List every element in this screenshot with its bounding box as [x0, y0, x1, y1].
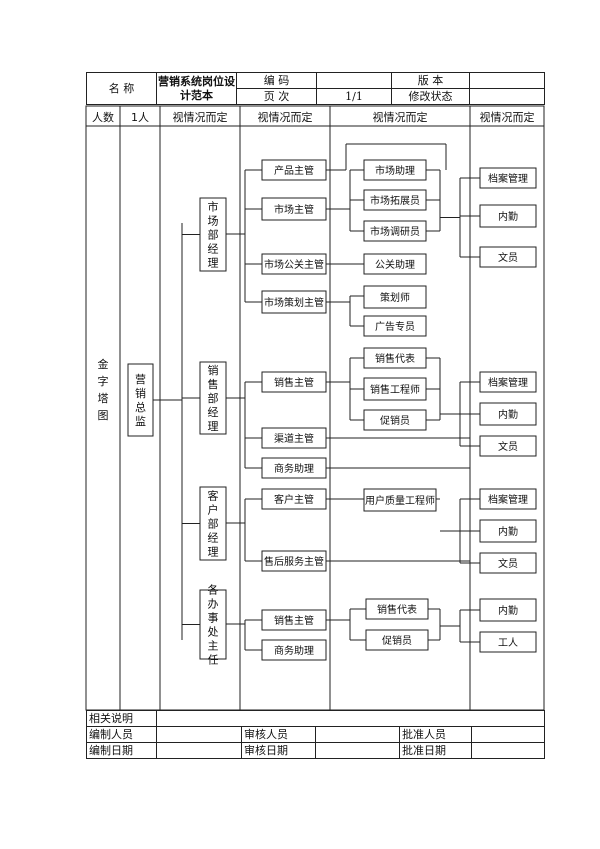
manager-3-char: 理 — [208, 546, 219, 559]
level3-7-label: 销售代表 — [375, 352, 415, 365]
edit-date-value — [156, 742, 242, 759]
manager-1-char: 经 — [208, 243, 219, 256]
level3-5-label: 策划师 — [380, 291, 410, 304]
top-director-char: 销 — [135, 386, 146, 400]
approve-date-label: 批准日期 — [399, 742, 472, 759]
level3-10-label: 用户质量工程师 — [365, 494, 435, 507]
pyramid-label: 金 — [98, 357, 109, 371]
level2-8-label: 客户主管 — [274, 493, 314, 506]
manager-2-char: 销 — [208, 363, 219, 377]
level4-5-label: 内勤 — [498, 408, 518, 421]
name-label: 名 称 — [86, 72, 157, 105]
approver-label: 批准人员 — [399, 726, 472, 743]
edit-date-label: 编制日期 — [86, 742, 157, 759]
manager-4-char: 处 — [208, 626, 219, 639]
level3-8-label: 销售工程师 — [370, 383, 420, 396]
level4-11-label: 工人 — [498, 637, 518, 649]
approve-date-value — [470, 742, 546, 759]
headcount-value: 1人 — [131, 111, 149, 124]
footer-table: 相关说明 编制人员 审核人员 批准人员 编制日期 审核日期 批准日期 — [86, 710, 546, 759]
column-header: 视情况而定 — [480, 110, 535, 124]
manager-3-char: 户 — [208, 503, 219, 517]
manager-1-char: 场 — [208, 214, 219, 228]
level2-1-label: 产品主管 — [274, 164, 314, 177]
editor-value — [156, 726, 242, 743]
level3-5-box — [363, 285, 427, 309]
manager-1-char: 部 — [208, 228, 219, 242]
review-date-label: 审核日期 — [241, 742, 316, 759]
level4-3-label: 文员 — [498, 251, 518, 264]
top-director-char: 总 — [135, 400, 146, 414]
top-director-char: 监 — [135, 415, 146, 428]
level2-11-label: 商务助理 — [274, 644, 314, 657]
manager-1-char: 市 — [208, 200, 219, 214]
level2-3-label: 市场公关主管 — [264, 258, 324, 271]
manager-4-char: 事 — [208, 612, 219, 625]
level2-9-label: 售后服务主管 — [264, 555, 324, 568]
manager-4-char: 任 — [208, 654, 219, 667]
level2-4-label: 市场策划主管 — [264, 296, 324, 309]
document-title: 营销系统岗位设计范本 — [156, 72, 237, 105]
pyramid-label: 图 — [98, 409, 109, 422]
level4-10-label: 内勤 — [498, 604, 518, 617]
top-director-char: 营 — [135, 372, 146, 386]
manager-1-box — [199, 197, 227, 272]
related-value — [155, 710, 546, 727]
review-date-value — [315, 742, 400, 759]
manager-2-char: 理 — [208, 420, 219, 433]
page-label: 页 次 — [236, 88, 317, 105]
manager-1-char: 理 — [208, 257, 219, 270]
manager-2-char: 部 — [208, 391, 219, 405]
level4-9-label: 文员 — [498, 557, 518, 570]
level4-6-label: 文员 — [498, 440, 518, 453]
level4-8-label: 内勤 — [498, 525, 518, 538]
level2-2-label: 市场主管 — [274, 203, 314, 216]
level3-9-label: 促销员 — [380, 414, 410, 427]
column-header: 视情况而定 — [173, 110, 228, 124]
manager-4-char: 各 — [208, 583, 219, 597]
manager-3-box — [199, 486, 227, 561]
reviewer-label: 审核人员 — [241, 726, 316, 743]
manager-4-char: 办 — [208, 598, 219, 611]
level4-2-label: 内勤 — [498, 210, 518, 223]
manager-2-box — [199, 361, 227, 435]
page-value: 1/1 — [316, 88, 392, 105]
revision-value — [469, 88, 545, 105]
reviewer-value — [315, 726, 400, 743]
level3-3-label: 市场调研员 — [370, 225, 420, 238]
manager-3-char: 经 — [208, 532, 219, 545]
column-header: 视情况而定 — [373, 110, 428, 124]
level3-6-label: 广告专员 — [375, 320, 415, 333]
manager-4-char: 主 — [208, 640, 219, 653]
level4-7-label: 档案管理 — [488, 493, 528, 506]
manager-3-char: 客 — [208, 489, 219, 503]
manager-2-char: 经 — [208, 406, 219, 419]
level4-1-label: 档案管理 — [488, 172, 528, 185]
headcount-label: 人数 — [92, 111, 114, 124]
level3-12-label: 促销员 — [382, 634, 412, 647]
level3-10-box — [363, 488, 437, 512]
level2-10-label: 销售主管 — [274, 614, 314, 627]
manager-3-char: 部 — [208, 517, 219, 531]
level3-2-label: 市场拓展员 — [370, 194, 420, 207]
pyramid-label: 塔 — [98, 392, 109, 405]
level4-4-label: 档案管理 — [488, 376, 528, 389]
level2-6-label: 渠道主管 — [274, 432, 314, 445]
level3-11-label: 销售代表 — [377, 603, 417, 616]
approver-value — [470, 726, 546, 743]
header-table: 名 称 营销系统岗位设计范本 编 码 版 本 页 次 1/1 修改状态 — [86, 72, 545, 105]
related-label: 相关说明 — [86, 710, 157, 727]
level3-4-label: 公关助理 — [375, 258, 415, 271]
editor-label: 编制人员 — [86, 726, 157, 743]
level3-1-label: 市场助理 — [375, 164, 415, 177]
column-header: 视情况而定 — [258, 110, 313, 124]
level2-7-label: 商务助理 — [274, 462, 314, 475]
manager-2-char: 售 — [208, 377, 219, 391]
level2-5-label: 销售主管 — [274, 376, 314, 389]
pyramid-label: 字 — [98, 374, 109, 388]
